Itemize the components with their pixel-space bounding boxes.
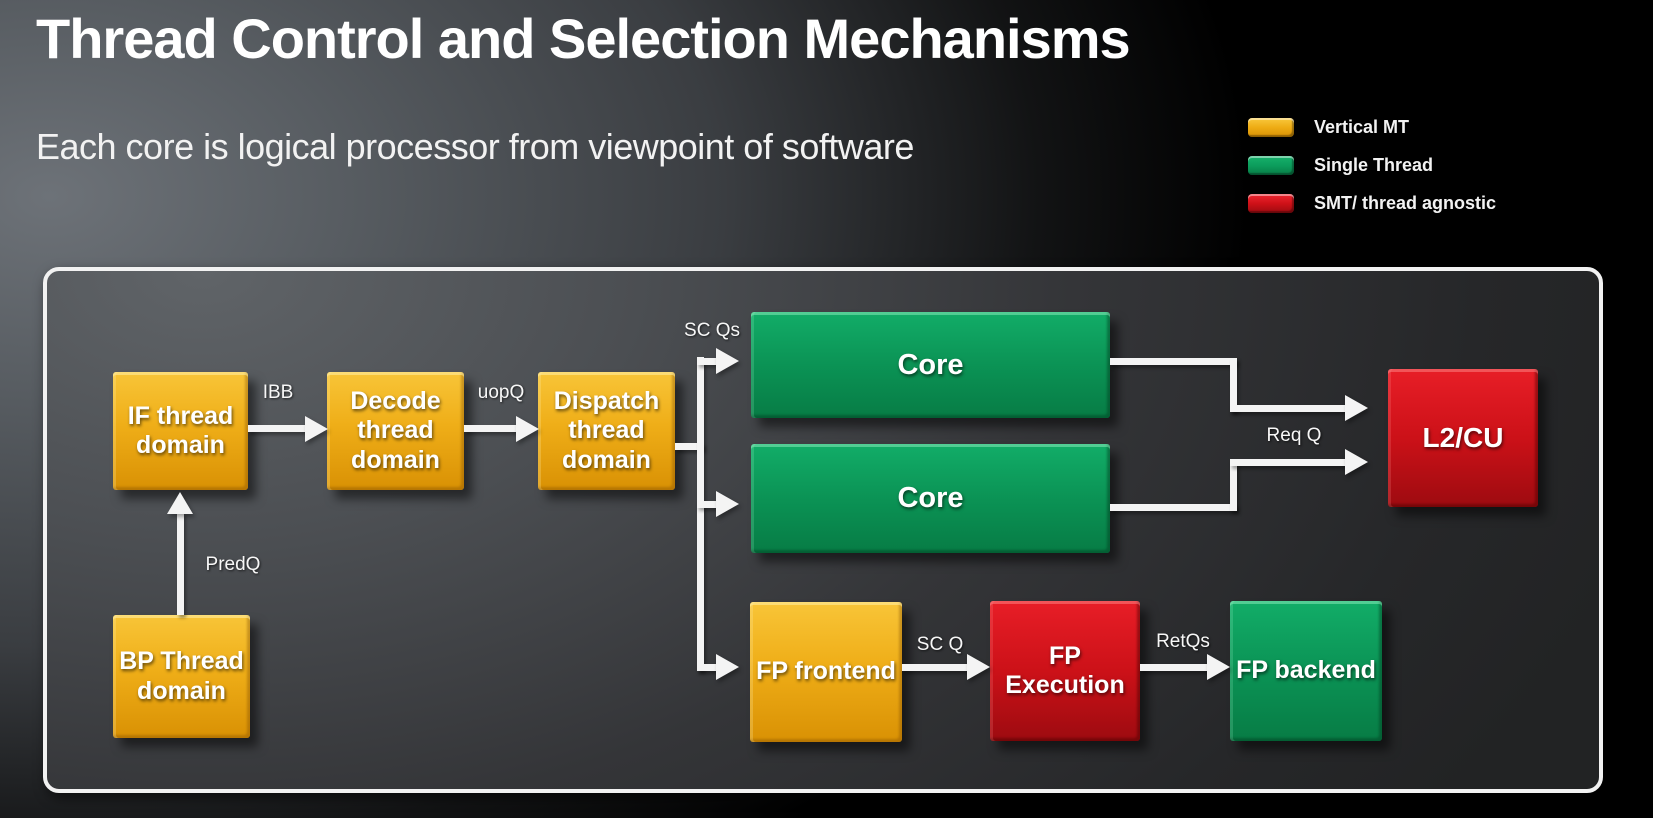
slide-subtitle: Each core is logical processor from view…	[36, 126, 914, 167]
legend-label: SMT/ thread agnostic	[1314, 192, 1497, 213]
edge-label-uopq: uopQ	[477, 382, 525, 403]
edge-label-ibb: IBB	[262, 382, 294, 403]
legend-swatch-single-thread	[1248, 155, 1294, 175]
node-fp-backend: FP backend	[1230, 601, 1382, 741]
edge-label-reqq: Req Q	[1266, 425, 1322, 446]
legend-label: Single Thread	[1314, 154, 1434, 175]
edge-label-scq: SC Q	[916, 634, 964, 655]
edge-label-retqs: RetQs	[1156, 631, 1210, 652]
legend-item-single-thread: Single Thread	[1248, 155, 1496, 175]
edge-label-predq: PredQ	[205, 554, 261, 575]
node-bp-thread-domain: BP Thread domain	[113, 615, 250, 738]
legend-item-vertical-mt: Vertical MT	[1248, 117, 1496, 137]
node-dispatch-thread-domain: Dispatch thread domain	[538, 372, 675, 490]
legend-item-smt: SMT/ thread agnostic	[1248, 193, 1496, 213]
legend: Vertical MT Single Thread SMT/ thread ag…	[1248, 117, 1496, 231]
node-core-bottom: Core	[751, 444, 1110, 553]
legend-label: Vertical MT	[1314, 116, 1410, 137]
edge-label-scqs: SC Qs	[684, 320, 740, 341]
node-fp-execution: FP Execution	[990, 601, 1140, 741]
node-fp-frontend: FP frontend	[750, 602, 902, 742]
node-core-top: Core	[751, 312, 1110, 418]
node-if-thread-domain: IF thread domain	[113, 372, 248, 490]
slide-title: Thread Control and Selection Mechanisms	[36, 7, 1131, 70]
legend-swatch-smt	[1248, 193, 1294, 213]
node-l2-cu: L2/CU	[1388, 369, 1538, 507]
node-decode-thread-domain: Decode thread domain	[327, 372, 464, 490]
legend-swatch-vertical-mt	[1248, 117, 1294, 137]
